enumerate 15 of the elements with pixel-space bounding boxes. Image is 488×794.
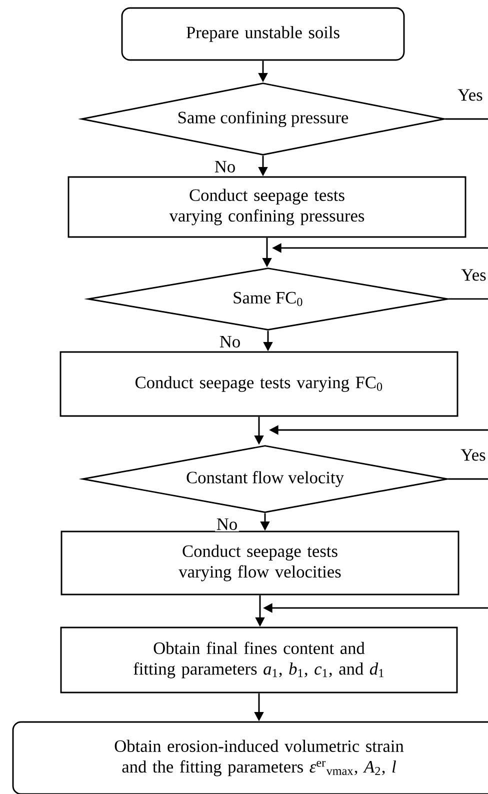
branch-line xyxy=(448,298,488,300)
edge-label: No xyxy=(215,517,239,532)
terminal-box: Obtain erosion-induced volumetric strain and the fitting parameters ε$^{er}$$_{vmax}$, A$_{2}$, l xyxy=(12,721,488,794)
edge-label: Yes xyxy=(460,268,488,282)
edge-label: Yes xyxy=(459,448,488,462)
branch-line xyxy=(445,118,488,120)
branch-line xyxy=(448,478,488,480)
process-box: Obtain final fines content and fitting parameters a$_{1}$, b$_{1}$, c$_{1}$, and d$_{1}$ xyxy=(60,626,458,694)
edge-label: No xyxy=(213,160,237,174)
process-box: Conduct seepage tests varying FC$_{0}$ xyxy=(60,351,458,417)
process-box: Conduct seepage tests varying flow velocities xyxy=(60,530,460,596)
process-box: Conduct seepage tests varying confining pressures xyxy=(68,176,466,238)
edge-label: Yes xyxy=(456,88,484,102)
edge-label: No xyxy=(218,334,242,349)
terminal-box: Prepare unstable soils xyxy=(121,7,405,61)
